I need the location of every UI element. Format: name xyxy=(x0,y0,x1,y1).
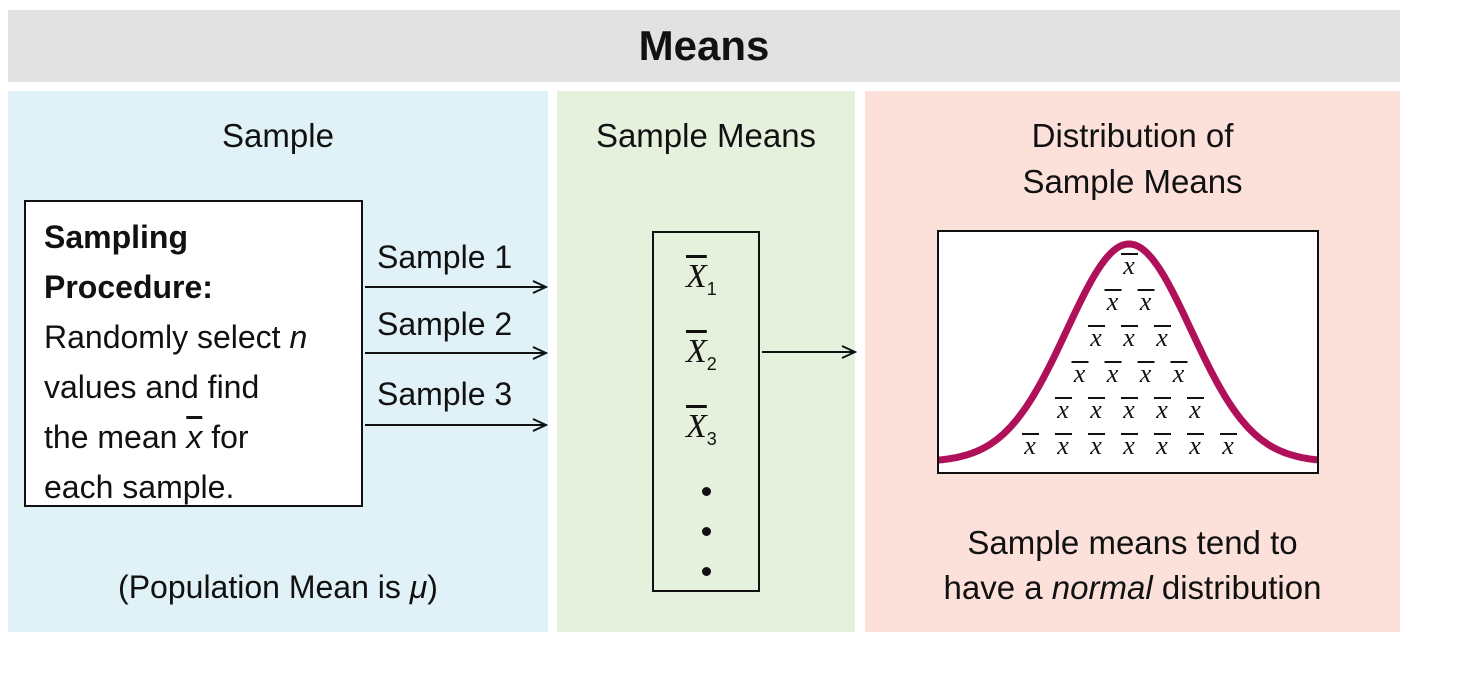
ellipsis-dot xyxy=(702,527,711,536)
sample-2-label: Sample 2 xyxy=(377,306,513,342)
ellipsis-dot xyxy=(702,487,711,496)
sample-means-title: Sample Means xyxy=(595,117,817,154)
xbar-symbol: x xyxy=(1155,323,1168,352)
xbar-symbol: x xyxy=(1155,395,1168,424)
procedure-line-2: values and find xyxy=(44,369,260,405)
xbar-symbol: x xyxy=(1089,323,1102,352)
sample-panel: Sample Sampling Procedure: Randomly sele… xyxy=(8,91,548,632)
xbar-symbol: x xyxy=(1188,395,1201,424)
sample-3-label: Sample 3 xyxy=(377,376,513,412)
sampling-procedure-box: Sampling Procedure: Randomly select n va… xyxy=(24,200,363,507)
sample-means-panel: Sample Means X1 X2 X3 xyxy=(557,91,855,632)
xbar-symbol: x xyxy=(1089,431,1102,460)
procedure-line-4: each sample. xyxy=(44,469,235,505)
sample-panel-title: Sample xyxy=(222,117,334,154)
normal-curve xyxy=(935,240,1321,464)
xbar-symbol: x xyxy=(1188,431,1201,460)
procedure-line-3: the mean x for xyxy=(44,419,249,455)
header-bar: Means xyxy=(8,10,1400,82)
sample-mean-3: X3 xyxy=(686,408,717,449)
xbar-symbol: x xyxy=(1172,359,1185,388)
xbar-symbol: x xyxy=(1023,431,1036,460)
distribution-caption-2: have a normal distribution xyxy=(943,569,1322,606)
xbar-symbol: x xyxy=(1139,359,1152,388)
xbar-symbol: x xyxy=(1122,395,1135,424)
xbar-symbol: x xyxy=(1089,395,1102,424)
xbar-symbol: x xyxy=(1139,287,1152,316)
xbar-symbol: x xyxy=(1056,395,1069,424)
xbar-symbol: x xyxy=(1106,359,1119,388)
xbar-symbol: x xyxy=(1106,287,1119,316)
distribution-caption-1: Sample means tend to xyxy=(967,524,1298,561)
procedure-heading-2: Procedure: xyxy=(44,269,213,305)
population-mean-note: (Population Mean is μ) xyxy=(118,569,438,605)
xbar-symbol: x xyxy=(1221,431,1234,460)
diagram-title: Means xyxy=(638,22,770,69)
xbar-symbol: x xyxy=(1122,431,1135,460)
xbar-symbol: x xyxy=(1056,431,1069,460)
procedure-line-1: Randomly select n xyxy=(44,319,308,355)
distribution-title: Distribution of Sample Means xyxy=(1022,117,1243,200)
xbar-symbol: x xyxy=(1073,359,1086,388)
sample-1-label: Sample 1 xyxy=(377,239,513,275)
procedure-heading-1: Sampling xyxy=(44,219,189,255)
sample-mean-2: X2 xyxy=(686,333,717,374)
sample-mean-1: X1 xyxy=(686,258,717,299)
ellipsis-dot xyxy=(702,567,711,576)
sample-means-box: X1 X2 X3 xyxy=(652,231,760,592)
xbar-symbol: x xyxy=(1122,251,1135,280)
xbar-symbol: x xyxy=(1122,323,1135,352)
xbar-symbol: x xyxy=(1155,431,1168,460)
